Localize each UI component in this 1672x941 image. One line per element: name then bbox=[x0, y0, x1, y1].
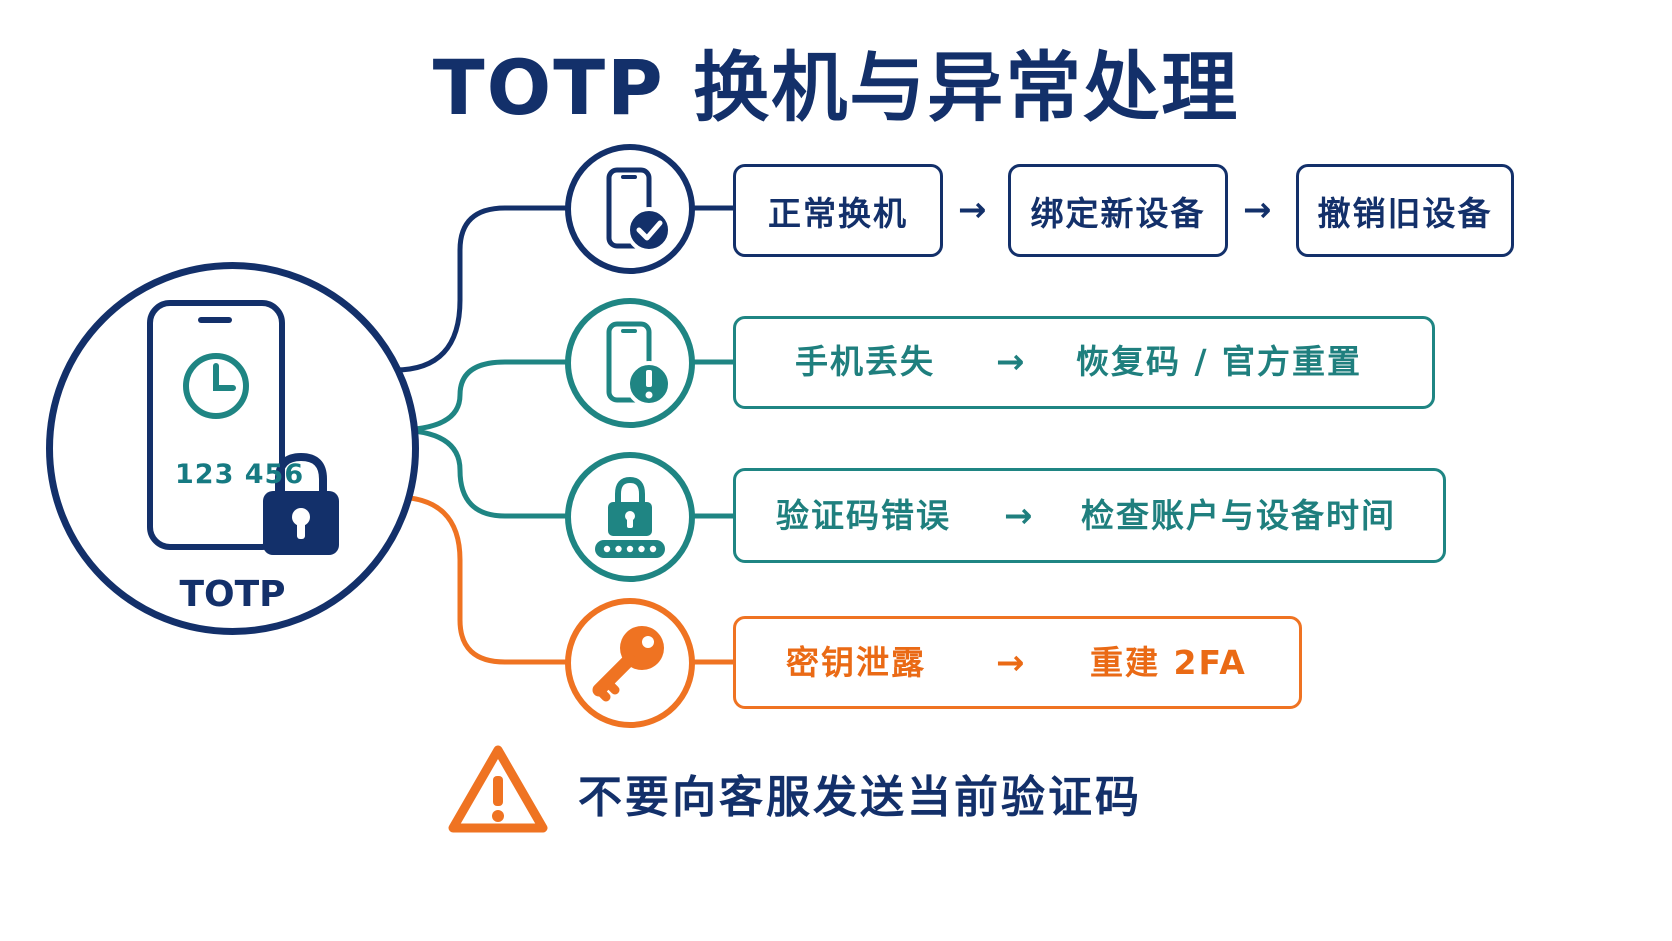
phone-icon bbox=[147, 300, 339, 555]
connector-branch-1 bbox=[394, 205, 568, 373]
key-node bbox=[565, 598, 695, 728]
action-label: 恢复码 / 官方重置 bbox=[1076, 342, 1363, 381]
connector-branch-4 bbox=[394, 494, 568, 665]
branch-box bbox=[733, 468, 1446, 563]
hub-label: TOTP bbox=[179, 574, 286, 615]
phone-check-node bbox=[565, 144, 695, 274]
case-label: 密钥泄露 bbox=[786, 643, 926, 682]
arrow-icon: → bbox=[1004, 496, 1033, 536]
page-title: TOTP 换机与异常处理 bbox=[432, 43, 1240, 132]
action-label: 重建 2FA bbox=[1090, 643, 1247, 682]
clock-icon bbox=[183, 353, 249, 419]
lock-keypad-icon bbox=[595, 476, 665, 558]
warning-text: 不要向客服发送当前验证码 bbox=[578, 772, 1142, 823]
arrow-icon: → bbox=[996, 342, 1025, 382]
step-box: 正常换机 bbox=[733, 164, 943, 257]
connector-branch-3 bbox=[394, 427, 568, 519]
totp-code: 123 456 bbox=[175, 459, 305, 490]
step-box: 绑定新设备 bbox=[1008, 164, 1228, 257]
warning-triangle-icon bbox=[448, 745, 548, 833]
padlock-icon bbox=[263, 452, 339, 555]
connector-branch-2 bbox=[394, 359, 568, 433]
totp-hub: 123 456 TOTP bbox=[46, 262, 419, 635]
case-label: 验证码错误 bbox=[776, 496, 951, 535]
arrow-icon: → bbox=[996, 643, 1025, 683]
step-box: 撤销旧设备 bbox=[1296, 164, 1514, 257]
phone-alert-node bbox=[565, 298, 695, 428]
arrow-icon: → bbox=[958, 190, 987, 230]
branch-box bbox=[733, 616, 1302, 709]
phone-check-icon bbox=[606, 167, 672, 253]
case-label: 手机丢失 bbox=[795, 342, 935, 381]
lock-keypad-node bbox=[565, 452, 695, 582]
arrow-icon: → bbox=[1243, 190, 1272, 230]
action-label: 检查账户与设备时间 bbox=[1081, 496, 1396, 535]
phone-alert-icon bbox=[606, 321, 672, 407]
key-icon bbox=[592, 626, 664, 702]
branch-box bbox=[733, 316, 1435, 409]
